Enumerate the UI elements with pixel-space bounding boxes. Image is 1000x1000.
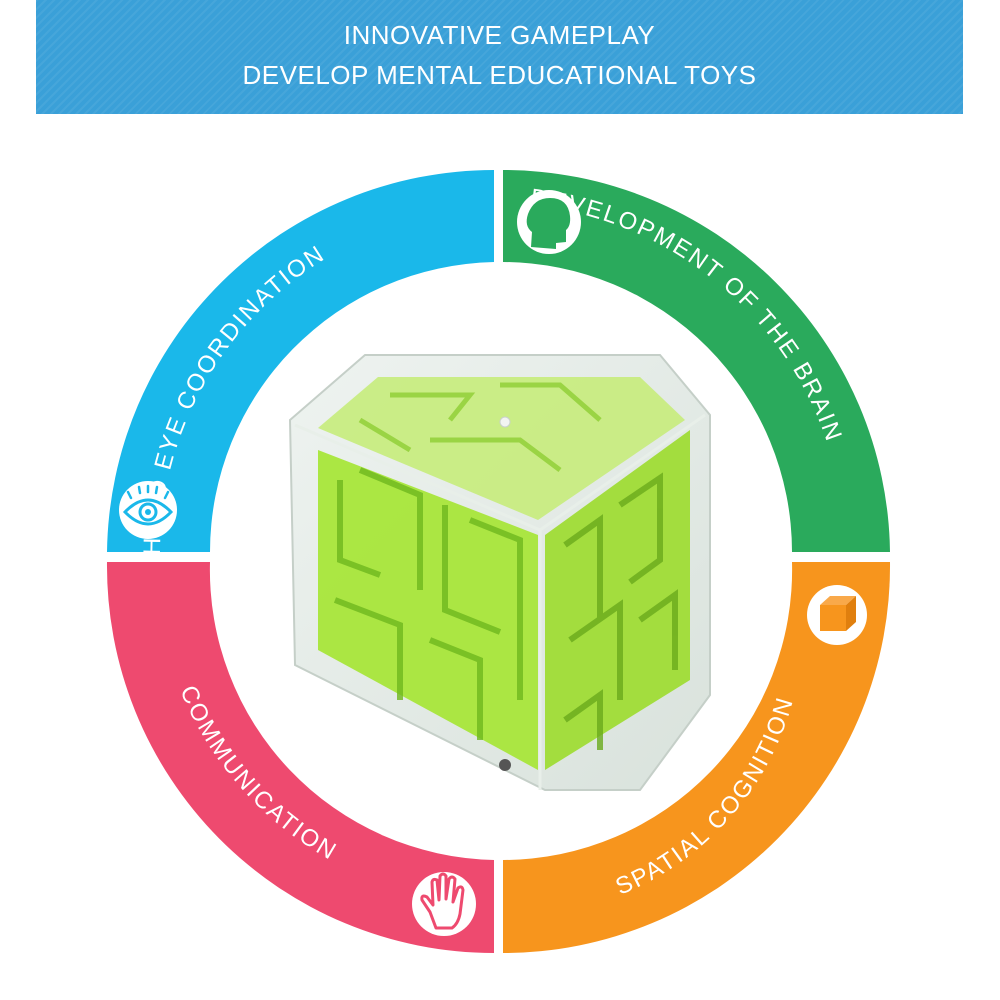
banner-subtitle: DEVELOP MENTAL EDUCATIONAL TOYS [242, 60, 757, 90]
segment-communication [106, 562, 494, 953]
eye-icon [119, 481, 177, 539]
banner-title: INNOVATIVE GAMEPLAY [343, 20, 656, 50]
segment-brain [503, 170, 890, 552]
maze-cube-image [288, 354, 711, 791]
head-icon [517, 190, 581, 254]
header-banner: INNOVATIVE GAMEPLAY DEVELOP MENTAL EDUCA… [36, 0, 963, 114]
segment-spatial [503, 562, 891, 953]
hand-icon [412, 872, 476, 936]
cube-icon [807, 585, 867, 645]
segment-hand-eye [107, 170, 494, 552]
